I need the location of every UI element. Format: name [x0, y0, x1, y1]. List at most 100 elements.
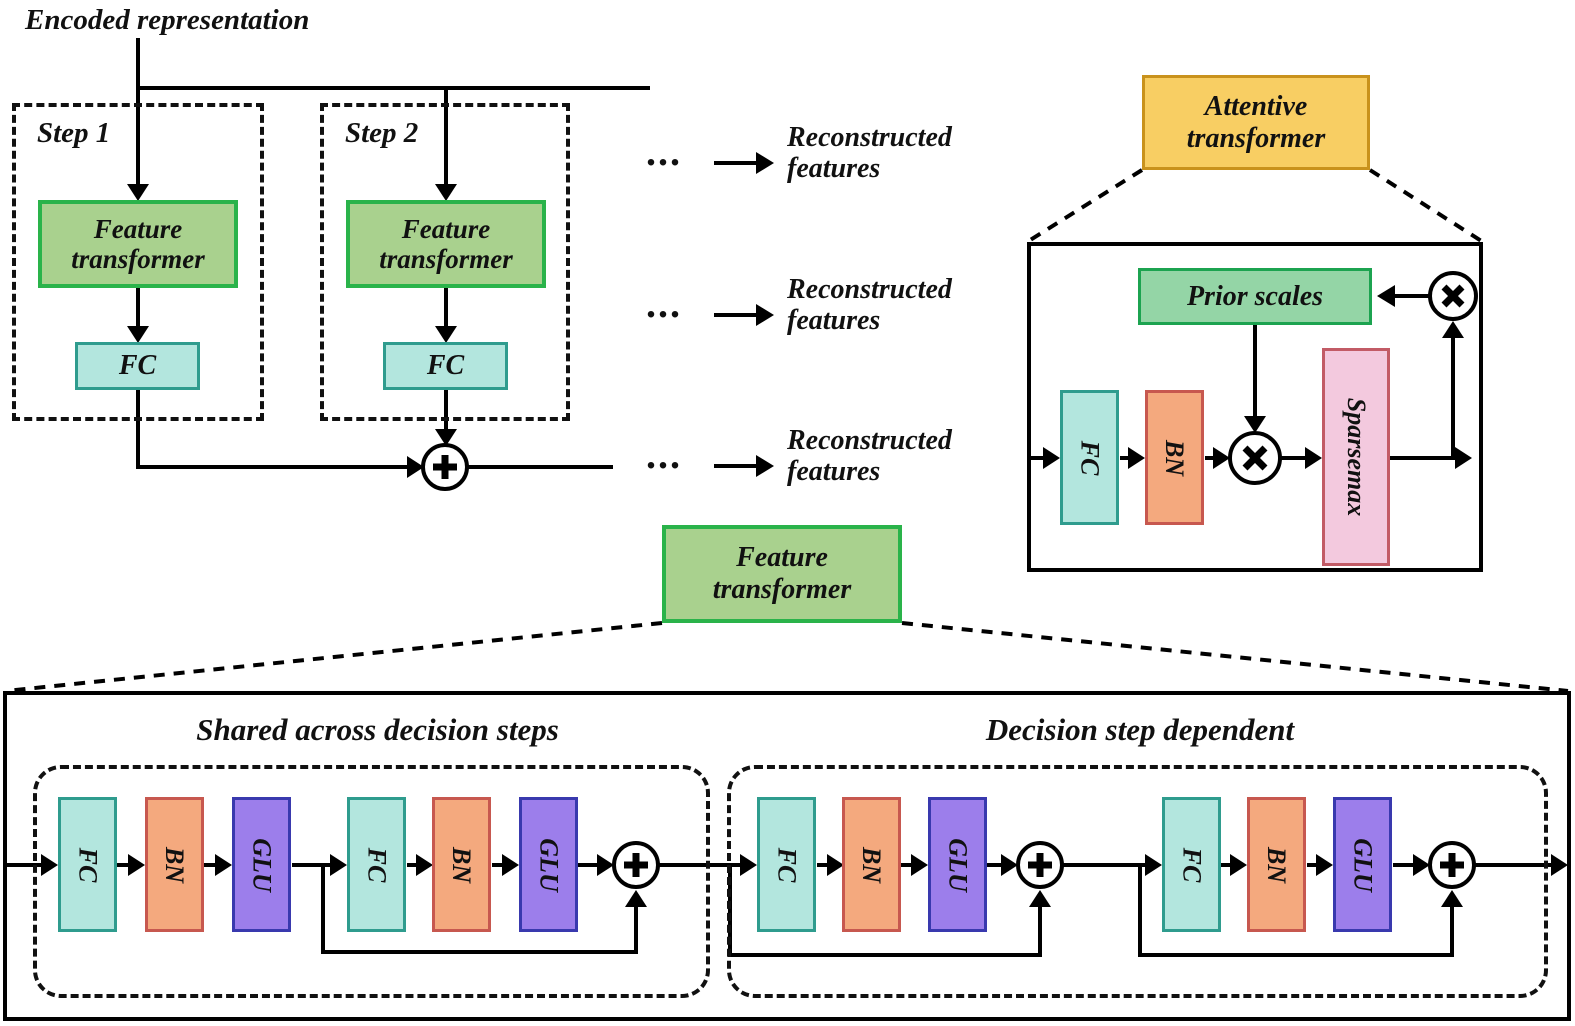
arrow-head: [1305, 447, 1322, 469]
shared-fc1-box: FC: [58, 797, 117, 932]
dependent-fc1-box: FC: [757, 797, 816, 932]
arrow-head: [1413, 854, 1430, 876]
callout-dash: [1368, 168, 1485, 244]
shared-group-box: [33, 765, 710, 998]
arrow-head: [1043, 447, 1060, 469]
reconstructed-line2: features: [787, 305, 881, 336]
feature-transformer-legend-box: Feature transformer: [662, 525, 902, 623]
reconstructed-line1: Reconstructed: [787, 425, 952, 456]
times-icon: [1242, 445, 1268, 471]
step2-label: Step 2: [345, 117, 419, 149]
arrow-head: [502, 854, 519, 876]
ellipsis: ...: [646, 281, 682, 326]
fc-label: FC: [772, 847, 802, 882]
attentive-transformer-detail-box: [1027, 242, 1483, 572]
attentive-transformer-title-box: Attentive transformer: [1142, 75, 1370, 170]
reconstructed-features-label: Reconstructed features: [787, 274, 952, 336]
arrow-head: [1145, 854, 1162, 876]
arrow-head: [416, 854, 433, 876]
callout-dash: [5, 621, 663, 693]
reconstructed-features-label: Reconstructed features: [787, 425, 952, 487]
step1-feature-transformer-box: Feature transformer: [38, 200, 238, 288]
reconstructed-line2: features: [787, 153, 881, 184]
prior-scales-box: Prior scales: [1138, 268, 1372, 325]
bn-label: BN: [160, 846, 190, 883]
step1-box: [12, 103, 264, 421]
arrow-head: [41, 854, 58, 876]
dependent-bn2-box: BN: [1247, 797, 1306, 932]
attentive-fc-label: FC: [1075, 440, 1105, 475]
step2-feature-transformer-box: Feature transformer: [346, 200, 546, 288]
fc-label: FC: [73, 847, 103, 882]
arrow-head: [1442, 321, 1464, 338]
encoded-representation-label: Encoded representation: [25, 4, 310, 36]
attentive-fc-box: FC: [1060, 390, 1119, 525]
dependent-title: Decision step dependent: [985, 712, 1295, 747]
arrow-head: [127, 326, 149, 343]
arrow-head: [1551, 854, 1568, 876]
arrow-head: [435, 326, 457, 343]
arrow-head: [756, 152, 774, 174]
feature-transformer-detail-box: [3, 691, 1571, 1021]
arrow-head: [330, 854, 347, 876]
arrow-head: [1213, 447, 1230, 469]
reconstructed-line1: Reconstructed: [787, 122, 952, 153]
arrow-head: [756, 455, 774, 477]
arrow-head: [1244, 416, 1266, 433]
arrow-head: [625, 890, 647, 907]
arrow-head: [215, 854, 232, 876]
step1-fc-box: FC: [75, 342, 200, 390]
glu-label: GLU: [1348, 837, 1378, 892]
bn-label: BN: [857, 846, 887, 883]
arrow-head: [128, 854, 145, 876]
step2-fc-box: FC: [383, 342, 508, 390]
arrow-head: [127, 184, 149, 201]
shared-bn2-box: BN: [432, 797, 491, 932]
callout-dash: [1025, 168, 1144, 244]
arrow-head: [911, 854, 928, 876]
arrow-head: [1377, 285, 1395, 307]
arrow-head: [1001, 854, 1018, 876]
glu-label: GLU: [943, 837, 973, 892]
fc-label: FC: [362, 847, 392, 882]
step1-label: Step 1: [37, 117, 111, 149]
arrow-head: [435, 429, 457, 446]
shared-title: Shared across decision steps: [196, 712, 559, 747]
arrow-head: [756, 304, 774, 326]
skip-connection: [1138, 865, 1454, 957]
arrow-head: [1230, 854, 1247, 876]
arrow-head: [1455, 447, 1472, 469]
dependent-group-box: [727, 765, 1548, 998]
glu-label: GLU: [247, 837, 277, 892]
step2-box: [320, 103, 570, 421]
reconstructed-line1: Reconstructed: [787, 274, 952, 305]
dependent-bn1-box: BN: [842, 797, 901, 932]
bn-label: BN: [1262, 846, 1292, 883]
dependent-fc2-box: FC: [1162, 797, 1221, 932]
arrow-head: [1128, 447, 1145, 469]
attentive-bn-box: BN: [1145, 390, 1204, 525]
sparsemax-box: Sparsemax: [1322, 348, 1390, 566]
glu-label: GLU: [534, 837, 564, 892]
reconstructed-features-label: Reconstructed features: [787, 122, 952, 184]
reconstructed-line2: features: [787, 456, 881, 487]
dependent-glu1-box: GLU: [928, 797, 987, 932]
arrow-head: [740, 854, 757, 876]
arrow-head: [1316, 854, 1333, 876]
fc-label: FC: [1177, 847, 1207, 882]
shared-glu1-box: GLU: [232, 797, 291, 932]
sparsemax-label: Sparsemax: [1342, 397, 1371, 517]
callout-dash: [901, 621, 1569, 693]
ellipsis: ...: [646, 432, 682, 477]
ellipsis: ...: [646, 129, 682, 174]
shared-fc2-box: FC: [347, 797, 406, 932]
shared-bn1-box: BN: [145, 797, 204, 932]
arrow-head: [827, 854, 844, 876]
arrow-head: [1029, 890, 1051, 907]
times-icon: [1441, 284, 1465, 308]
skip-connection: [321, 865, 638, 954]
arrow-head: [1441, 890, 1463, 907]
arrow-head: [597, 854, 614, 876]
